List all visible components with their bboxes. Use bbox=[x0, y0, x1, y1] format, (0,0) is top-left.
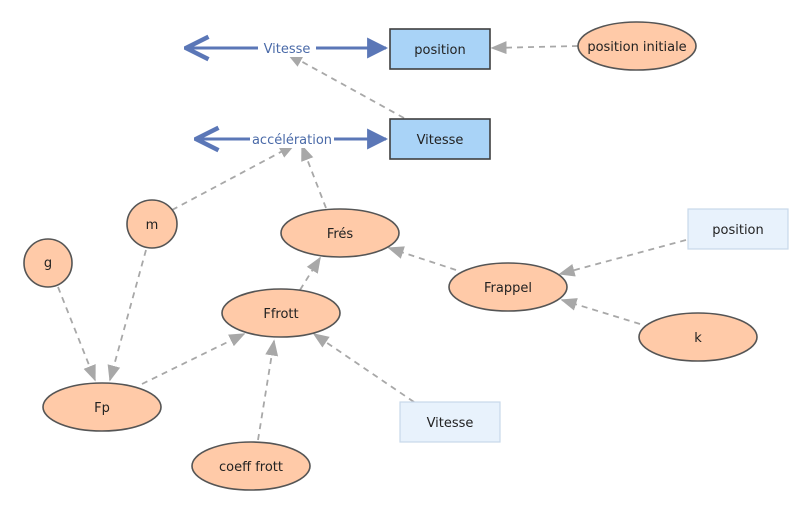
shadow-vitesse-box bbox=[399, 401, 501, 443]
variable-g-label: g bbox=[44, 256, 52, 271]
variable-g[interactable]: g bbox=[23, 238, 73, 288]
variable-fp-label: Fp bbox=[94, 401, 110, 416]
variable-k[interactable]: k bbox=[638, 312, 758, 362]
link-fp-to-ffrott bbox=[141, 333, 246, 385]
link-vitesse-stock-to-vitesse-flow bbox=[286, 53, 405, 119]
link-fres-to-acceleration bbox=[301, 144, 327, 209]
variable-position-initiale-label: position initiale bbox=[587, 40, 686, 55]
link-frappel-to-fres bbox=[387, 246, 457, 271]
variable-ffrott-label: Ffrott bbox=[263, 307, 298, 322]
variable-fp-shape bbox=[42, 382, 162, 432]
flow-acceleration[interactable]: accélération bbox=[196, 130, 386, 148]
link-vitesse-shadow-to-ffrott bbox=[312, 333, 415, 403]
link-k-to-frappel bbox=[560, 298, 641, 325]
variable-coeff-frott-shape bbox=[191, 441, 311, 491]
variable-frappel-label: Frappel bbox=[484, 281, 532, 296]
variable-frappel[interactable]: Frappel bbox=[448, 262, 568, 312]
stock-vitesse-label: Vitesse bbox=[417, 133, 464, 148]
variable-coeff-frott[interactable]: coeff frott bbox=[191, 441, 311, 491]
variable-ffrott[interactable]: Ffrott bbox=[221, 288, 341, 338]
stock-position-label: position bbox=[414, 43, 466, 58]
shadow-vitesse[interactable]: Vitesse bbox=[399, 401, 501, 443]
link-ffrott-to-fres bbox=[299, 256, 321, 291]
variable-coeff-frott-label: coeff frott bbox=[219, 460, 283, 475]
link-position-shadow-to-frappel bbox=[558, 239, 687, 277]
variable-m-shape bbox=[126, 199, 178, 249]
link-g-to-fp bbox=[57, 286, 96, 382]
variable-fres-shape bbox=[280, 208, 400, 258]
variable-position-initiale-shape bbox=[577, 21, 697, 71]
flow-acceleration-label: accélération bbox=[252, 133, 332, 148]
stock-vitesse-box bbox=[389, 118, 491, 160]
link-m-to-acceleration bbox=[171, 144, 296, 211]
flow-acceleration-label-bg bbox=[250, 130, 334, 148]
stock-position-box bbox=[389, 28, 491, 70]
variable-position-initiale[interactable]: position initiale bbox=[577, 21, 697, 71]
link-coeff-frott-to-ffrott bbox=[257, 339, 279, 441]
variable-m-label: m bbox=[146, 218, 159, 233]
variable-m[interactable]: m bbox=[126, 199, 178, 249]
shadow-vitesse-label: Vitesse bbox=[427, 416, 474, 431]
link-m-to-fp bbox=[107, 249, 147, 382]
stock-vitesse[interactable]: Vitesse bbox=[389, 118, 491, 160]
variable-g-shape bbox=[23, 238, 73, 288]
shadow-position-box bbox=[687, 208, 789, 250]
variable-ffrott-shape bbox=[221, 288, 341, 338]
shadow-position-label: position bbox=[712, 223, 764, 238]
variable-k-shape bbox=[638, 312, 758, 362]
variable-fp[interactable]: Fp bbox=[42, 382, 162, 432]
flow-vitesse[interactable]: Vitesse bbox=[186, 39, 386, 57]
variable-frappel-shape bbox=[448, 262, 568, 312]
stock-position[interactable]: position bbox=[389, 28, 491, 70]
variable-fres-label: Frés bbox=[327, 227, 354, 242]
flow-vitesse-label-bg bbox=[258, 39, 316, 57]
variable-fres[interactable]: Frés bbox=[280, 208, 400, 258]
link-position-initiale-to-position bbox=[490, 41, 579, 55]
influence-links bbox=[57, 41, 687, 441]
shadow-position[interactable]: position bbox=[687, 208, 789, 250]
flow-vitesse-label: Vitesse bbox=[264, 42, 311, 57]
variable-k-label: k bbox=[694, 331, 702, 346]
